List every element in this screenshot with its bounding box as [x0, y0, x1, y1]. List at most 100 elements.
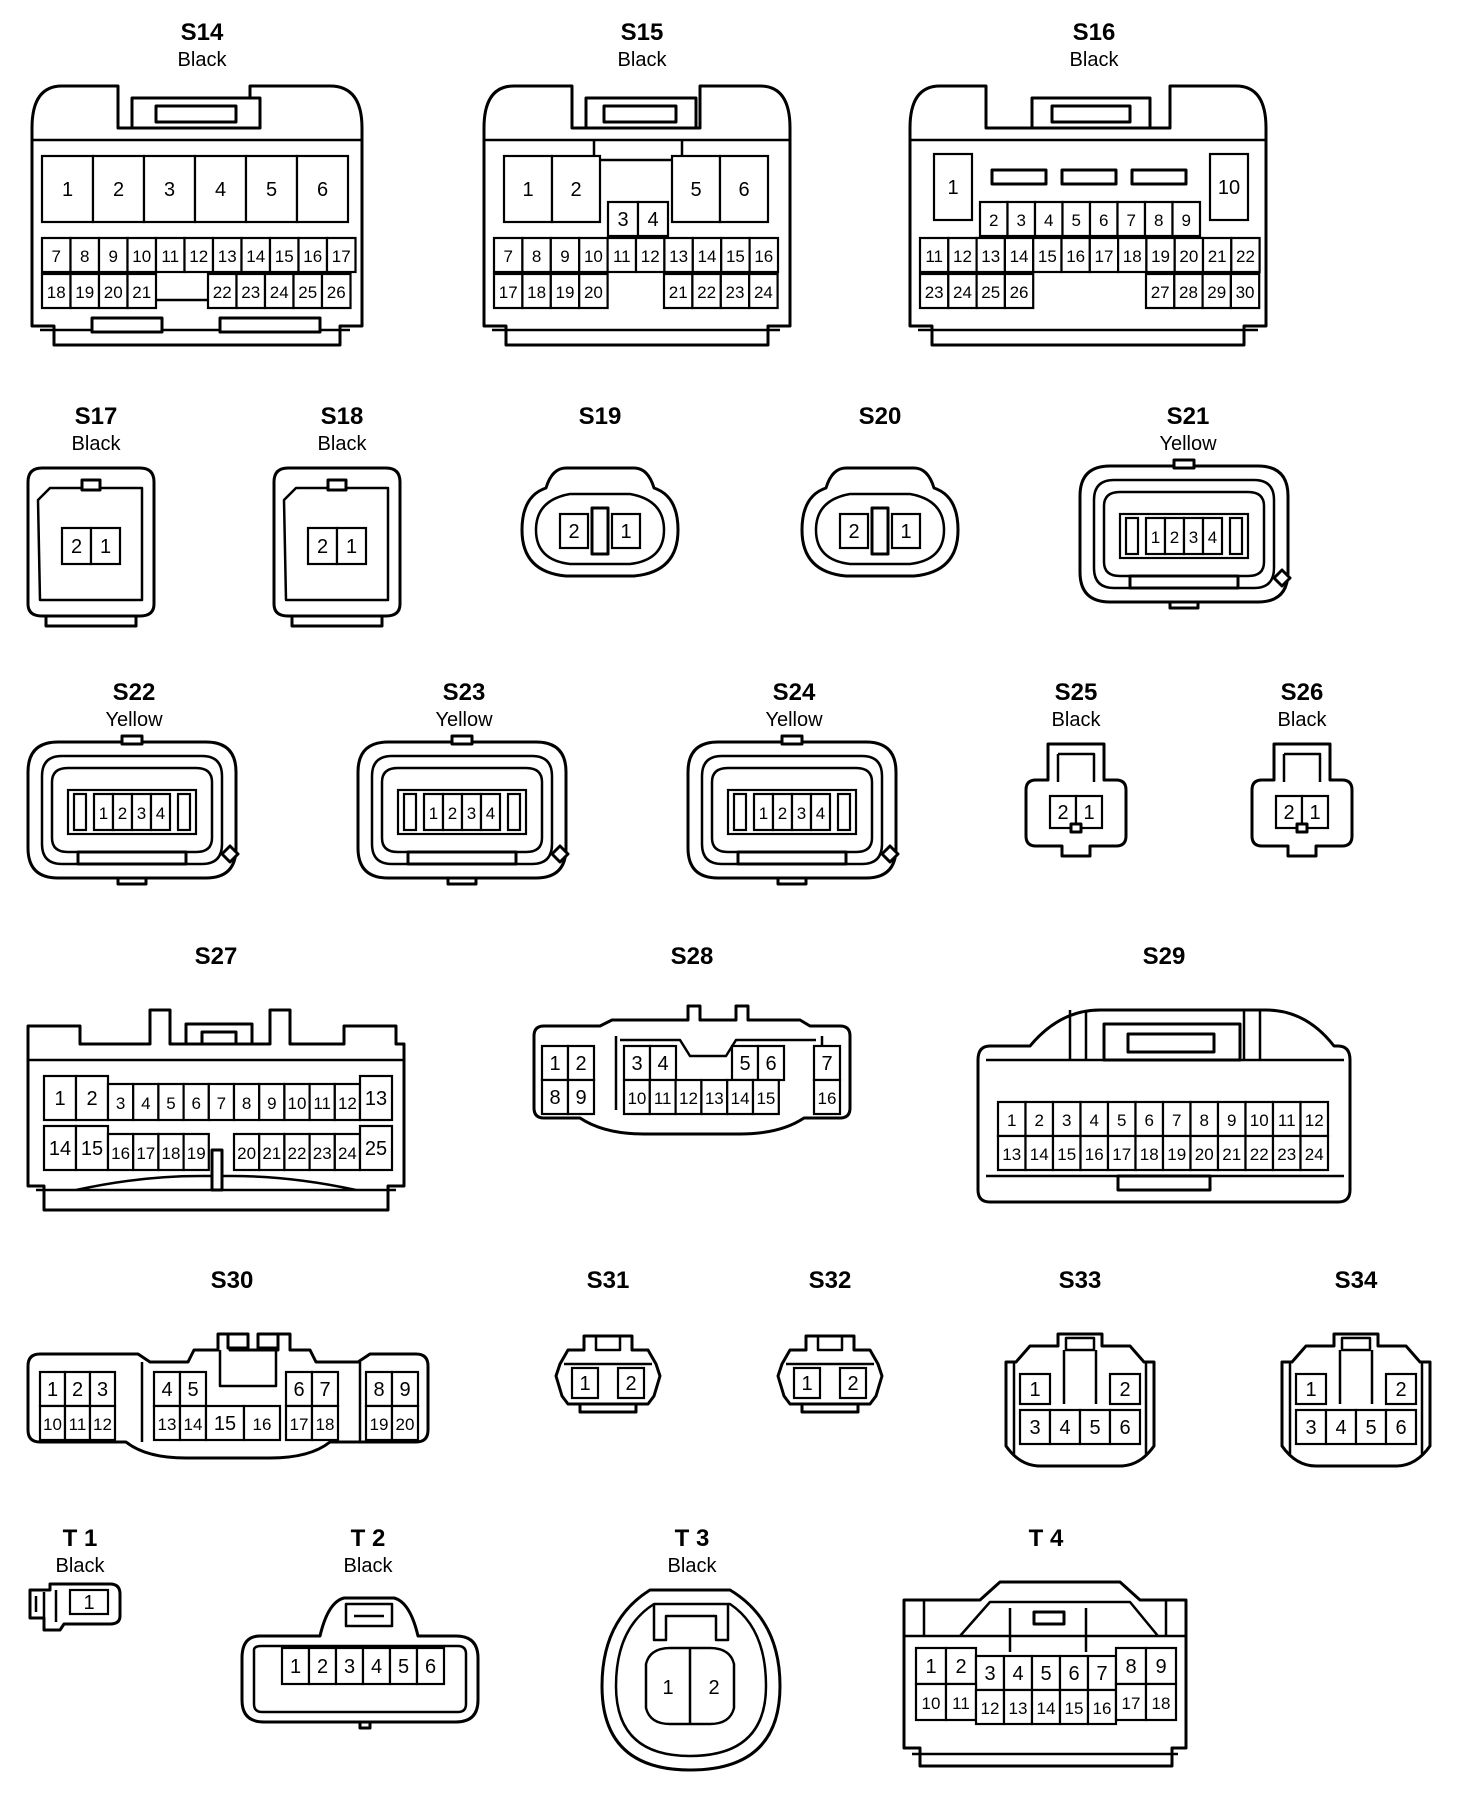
pin-number: 13 [1009, 1699, 1028, 1718]
pin-cavity [1116, 200, 1147, 238]
housing-feature [1295, 822, 1309, 834]
pin-cavity [1086, 1654, 1118, 1692]
pin-number: 1 [1029, 1379, 1040, 1401]
polarity-key [550, 844, 570, 864]
pin-number: 3 [116, 1094, 125, 1113]
latch-tab [836, 792, 852, 832]
latch-tab [176, 792, 192, 832]
pin-number: 2 [448, 804, 457, 823]
pin-number: 14 [49, 1138, 71, 1160]
pin-cavity [292, 272, 324, 310]
pin-number: 24 [953, 283, 972, 302]
pin-number: 4 [141, 1094, 150, 1113]
pin-number: 16 [818, 1089, 837, 1108]
pin-number: 16 [111, 1144, 130, 1163]
pin-number: 18 [1152, 1694, 1171, 1713]
pin-number: 7 [1096, 1663, 1107, 1685]
housing-feature [90, 316, 164, 334]
pin-cavity [1299, 1100, 1330, 1138]
pin-number: 2 [317, 1656, 328, 1678]
pin-number: 22 [288, 1144, 307, 1163]
latch-tab [72, 792, 88, 832]
pin-number: 6 [1119, 1417, 1130, 1439]
pin-cavity [142, 154, 197, 224]
pin-number: 4 [1335, 1417, 1346, 1439]
pin-number: 22 [1250, 1145, 1269, 1164]
housing-feature [1128, 574, 1240, 590]
housing-feature [406, 850, 518, 866]
pin-cavity [40, 272, 72, 310]
pin-number: 3 [164, 179, 175, 201]
housing-detail [140, 1362, 362, 1442]
pin-cavity [1048, 794, 1078, 830]
pin-number: 6 [1099, 211, 1108, 230]
pin-number: 10 [1218, 177, 1240, 199]
pin-number: 3 [984, 1663, 995, 1685]
pin-number: 24 [754, 283, 773, 302]
pin-number: 1 [47, 1379, 58, 1401]
pin-number: 23 [726, 283, 745, 302]
housing-feature [736, 850, 848, 866]
pin-number: 1 [801, 1373, 812, 1395]
pin-number: 11 [1278, 1111, 1296, 1130]
pin-cavity [748, 236, 780, 274]
housing-feature [1032, 1610, 1066, 1626]
pin-number: 10 [627, 1089, 646, 1108]
pin-cavity [1229, 272, 1261, 310]
pin-cavity [1299, 1134, 1330, 1172]
pin-number: 3 [631, 1053, 642, 1075]
pin-cavity [1060, 236, 1091, 274]
housing-detail [620, 1038, 816, 1058]
pin-number: 17 [1122, 1694, 1141, 1713]
housing-detail [922, 1600, 1168, 1636]
housing-detail [1008, 1608, 1088, 1652]
pin-number: 1 [1151, 528, 1160, 547]
pin-number: 15 [756, 1089, 775, 1108]
latch-tab [402, 792, 418, 832]
pin-cavity [415, 1646, 446, 1686]
housing-feature [210, 1148, 224, 1192]
pin-cavity [718, 154, 770, 224]
pin-number: 1 [662, 1677, 673, 1699]
pin-cavity [132, 1082, 160, 1122]
pin-number: 8 [242, 1094, 251, 1113]
pin-number: 21 [1222, 1145, 1241, 1164]
pin-cavity [157, 1132, 185, 1172]
pin-number: 4 [647, 209, 658, 231]
housing-detail [594, 1336, 622, 1352]
pin-number: 7 [1127, 211, 1136, 230]
pin-cavity [719, 272, 751, 310]
housing-detail [40, 754, 224, 866]
pin-number: 19 [75, 283, 94, 302]
pin-number: 2 [575, 1053, 586, 1075]
pin-number: 18 [316, 1415, 335, 1434]
pin-number: 13 [218, 247, 237, 266]
pin-number: 17 [1112, 1145, 1131, 1164]
pin-cavity [521, 236, 552, 274]
pin-number: 9 [399, 1379, 410, 1401]
pin-number: 13 [669, 247, 688, 266]
pin-number: 30 [1236, 283, 1255, 302]
pin-number: 3 [1017, 211, 1026, 230]
pin-number: 4 [816, 804, 825, 823]
housing-detail [904, 1600, 1186, 1638]
pin-number: 15 [1038, 247, 1057, 266]
pin-cavity [1079, 1100, 1110, 1138]
connector-id-label: S18 [321, 403, 364, 430]
pin-cavity [932, 152, 974, 222]
pin-number: 10 [584, 247, 603, 266]
housing-detail [1102, 490, 1266, 578]
connector-id-label: S22 [113, 679, 156, 706]
pin-cavity [320, 272, 352, 310]
pin-cavity [182, 1132, 210, 1172]
pin-number: 4 [215, 179, 226, 201]
pin-cavity [1384, 1372, 1418, 1406]
pin-number: 1 [579, 1373, 590, 1395]
pin-number: 8 [1154, 211, 1163, 230]
pin-number: 3 [617, 209, 628, 231]
pin-cavity [662, 272, 694, 310]
housing-detail [652, 1604, 730, 1642]
pin-cavity [540, 1044, 570, 1082]
pin-number: 4 [1044, 211, 1053, 230]
